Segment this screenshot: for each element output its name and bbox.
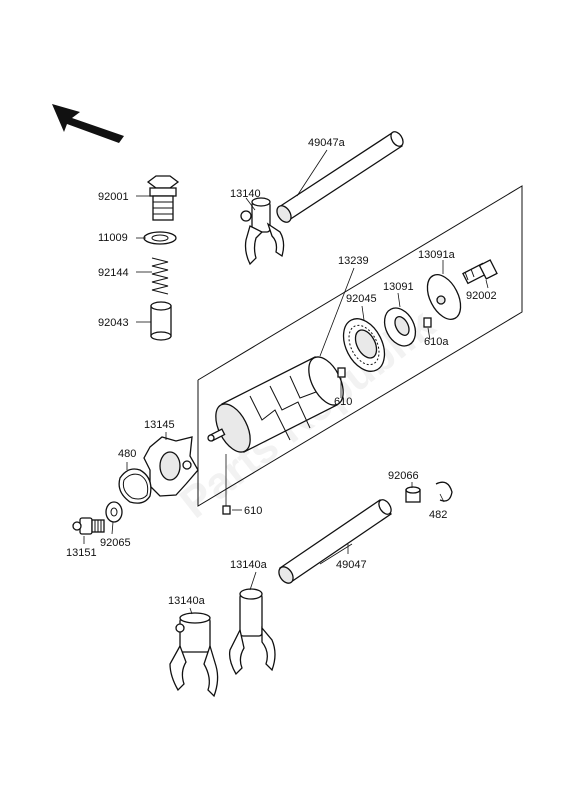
label-49047: 49047	[336, 559, 367, 571]
pin-610a[interactable]	[423, 317, 432, 328]
label-13239: 13239	[338, 255, 369, 267]
label-13140a-left: 13140a	[168, 595, 206, 607]
pin-610-lower[interactable]	[222, 505, 231, 515]
label-13091: 13091	[383, 281, 414, 293]
label-610-lower: 610	[244, 505, 262, 517]
front-direction-arrow-icon	[52, 104, 124, 143]
label-482: 482	[429, 509, 447, 521]
label-13140: 13140	[230, 188, 261, 200]
label-610a: 610a	[424, 336, 449, 348]
holder-plate[interactable]	[421, 269, 468, 324]
circlip-482[interactable]	[435, 481, 453, 502]
bearing-holder[interactable]	[378, 303, 421, 351]
label-92001: 92001	[98, 191, 129, 203]
part-labels: 49047a 13140 92001 11009 92144 92043 132…	[66, 137, 497, 607]
shift-drum[interactable]	[207, 351, 350, 457]
shift-fork-lower-right[interactable]	[228, 588, 276, 676]
label-92043: 92043	[98, 317, 129, 329]
gasket-washer[interactable]	[143, 231, 177, 245]
shift-rod-lower[interactable]	[276, 498, 394, 586]
label-49047a: 49047a	[308, 137, 346, 149]
sleeve-pin[interactable]	[150, 301, 172, 341]
label-11009: 11009	[98, 232, 128, 244]
label-13145: 13145	[144, 419, 175, 431]
shift-fork-lower-left[interactable]	[169, 612, 219, 698]
shift-cam[interactable]	[143, 436, 199, 497]
label-92144: 92144	[98, 267, 129, 279]
label-92066: 92066	[388, 470, 419, 482]
assembly-outline	[197, 185, 523, 507]
label-92002: 92002	[466, 290, 497, 302]
plug-bolt[interactable]	[146, 175, 180, 221]
label-92065: 92065	[100, 537, 131, 549]
collar-92066[interactable]	[405, 486, 421, 503]
washer-92065[interactable]	[105, 501, 123, 523]
label-610-upper: 610	[334, 396, 352, 408]
label-92045: 92045	[346, 293, 377, 305]
pin-610-upper[interactable]	[337, 367, 346, 378]
label-480: 480	[118, 448, 136, 460]
ball-bearing[interactable]	[335, 312, 392, 378]
shift-fork-upper[interactable]	[240, 197, 285, 266]
bolt[interactable]	[462, 259, 498, 285]
circlip-480[interactable]	[118, 468, 152, 504]
shift-rod-upper[interactable]	[274, 130, 405, 225]
spring[interactable]	[151, 257, 169, 295]
neutral-switch[interactable]	[72, 517, 105, 535]
label-13151: 13151	[66, 547, 97, 559]
label-13091a: 13091a	[418, 249, 456, 261]
label-13140a-right: 13140a	[230, 559, 268, 571]
leader-lines	[83, 149, 489, 615]
